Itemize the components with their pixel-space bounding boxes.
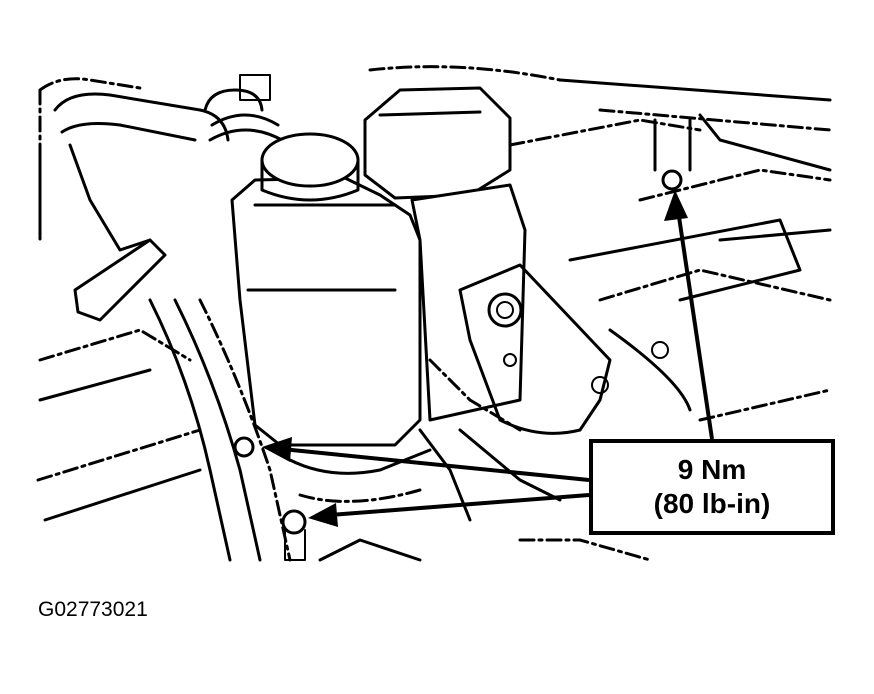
arrow-head-upper-right bbox=[664, 190, 688, 221]
leader-to-upper-left-bolt bbox=[281, 447, 590, 482]
right-bracket-assembly bbox=[458, 168, 832, 562]
bolts bbox=[233, 118, 692, 561]
leader-to-upper-right-bolt bbox=[676, 209, 714, 440]
arrow-head-upper-left bbox=[262, 437, 292, 462]
leader-lines bbox=[262, 190, 714, 527]
leader-to-lower-left-bolt bbox=[329, 493, 590, 517]
background-components bbox=[36, 77, 292, 562]
bolt-upper-right bbox=[661, 169, 683, 191]
torque-nm-label: 9 Nm bbox=[677, 454, 747, 485]
figure-id-label: G02773021 bbox=[38, 598, 148, 621]
torque-callout-box: 9 Nm (80 lb-in) bbox=[589, 439, 835, 535]
torque-lbin-label: (80 lb-in) bbox=[653, 488, 771, 519]
bolt-left-upper bbox=[233, 436, 255, 458]
top-components bbox=[203, 65, 832, 200]
arrow-head-lower-left bbox=[308, 503, 338, 527]
bolt-left-lower bbox=[281, 509, 307, 535]
reservoir bbox=[230, 132, 527, 447]
